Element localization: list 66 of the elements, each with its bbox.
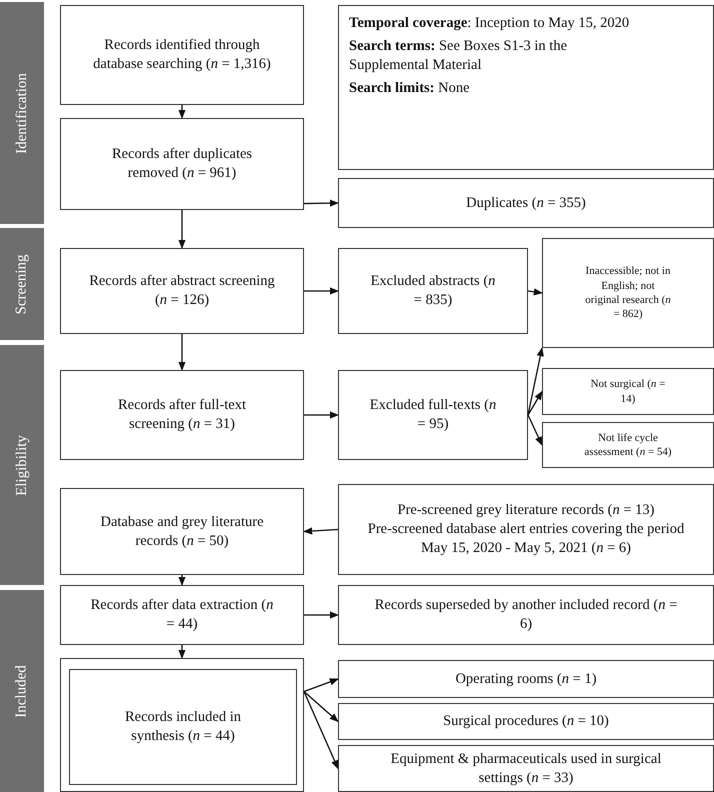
arrow [304, 287, 339, 295]
arrow [178, 210, 186, 249]
box-text: Records after data extraction (n = 44) [90, 596, 274, 634]
arrow [178, 105, 186, 119]
process-box [338, 745, 714, 792]
process-box [338, 370, 528, 460]
box-text: Records after abstract screening (n = 126) [89, 272, 275, 310]
box-text: Equipment & pharmaceuticals used in surgical settings (n = 33) [390, 750, 662, 788]
phase-band [0, 228, 44, 340]
arrow [178, 334, 186, 371]
box-text: Operating rooms (n = 1) [455, 670, 597, 688]
arrow [304, 200, 339, 207]
process-box [60, 248, 304, 334]
box-text: Temporal coverage: Inception to May 15, 2020 [349, 14, 630, 33]
box-text: Duplicates (n = 355) [466, 194, 586, 212]
box [60, 658, 304, 792]
process-box [60, 488, 304, 575]
arrow [304, 611, 339, 619]
phase-label: Eligibility [14, 434, 30, 496]
arrow [304, 411, 339, 419]
process-box [338, 178, 714, 228]
box-text: Pre-screened database alert entries covering the period May 15, 2020 - May 5, 2021 (n = 6) [367, 520, 685, 558]
process-box [338, 585, 714, 645]
box-text: Database and grey literature records (n = 50) [99, 512, 265, 550]
box-text: Records after full-text screening (n = 31) [116, 396, 248, 434]
box-text: Records included in synthesis (n = 44) [124, 708, 242, 746]
arrow [303, 527, 338, 535]
process-box [338, 703, 714, 740]
phase-band [0, 590, 44, 792]
box-text: Records after duplicates removed (n = 961) [110, 145, 254, 183]
box-text: Excluded abstracts (n = 835) [370, 272, 496, 310]
arrow [303, 691, 339, 770]
process-box [338, 248, 528, 334]
arrow [304, 678, 339, 692]
box-text: Records identified through database searching (n = 1,316) [92, 36, 272, 74]
arrow [178, 575, 186, 586]
arrow [527, 414, 543, 446]
box-text: Pre-screened grey literature records (n = 13) [398, 501, 654, 520]
arrow [178, 645, 186, 659]
box-text: Records superseded by another included record (n = 6) [374, 596, 678, 634]
process-box [60, 118, 304, 210]
box-text: Not life cycle assessment (n = 54) [583, 430, 673, 460]
arrow [528, 288, 543, 296]
process-box [542, 238, 714, 348]
box-text: Search terms: See Boxes S1-3 in the Supplemental Material [349, 36, 568, 75]
phase-band [0, 2, 44, 224]
process-box [338, 484, 714, 575]
box-text: Not surgical (n = 14) [590, 377, 666, 406]
box-text: Surgical procedures (n = 10) [443, 712, 609, 731]
process-box [69, 669, 297, 785]
process-box [60, 370, 304, 460]
box-text: Search limits: None [349, 78, 470, 98]
arrow [527, 390, 543, 416]
process-box [542, 368, 714, 415]
phase-band [0, 345, 44, 585]
phase-label: Identification [14, 72, 30, 154]
box-text: Excluded full-texts (n = 95) [368, 396, 498, 434]
process-box [542, 422, 714, 468]
box-text: Inaccessible; not in English; not original research (n = 862) [584, 264, 672, 322]
process-box [60, 5, 304, 105]
arrow [304, 691, 339, 722]
phase-label: Screening [14, 254, 30, 314]
phase-label: Included [14, 664, 30, 718]
process-box [60, 585, 304, 645]
process-box [338, 660, 714, 698]
info-box [338, 5, 714, 170]
